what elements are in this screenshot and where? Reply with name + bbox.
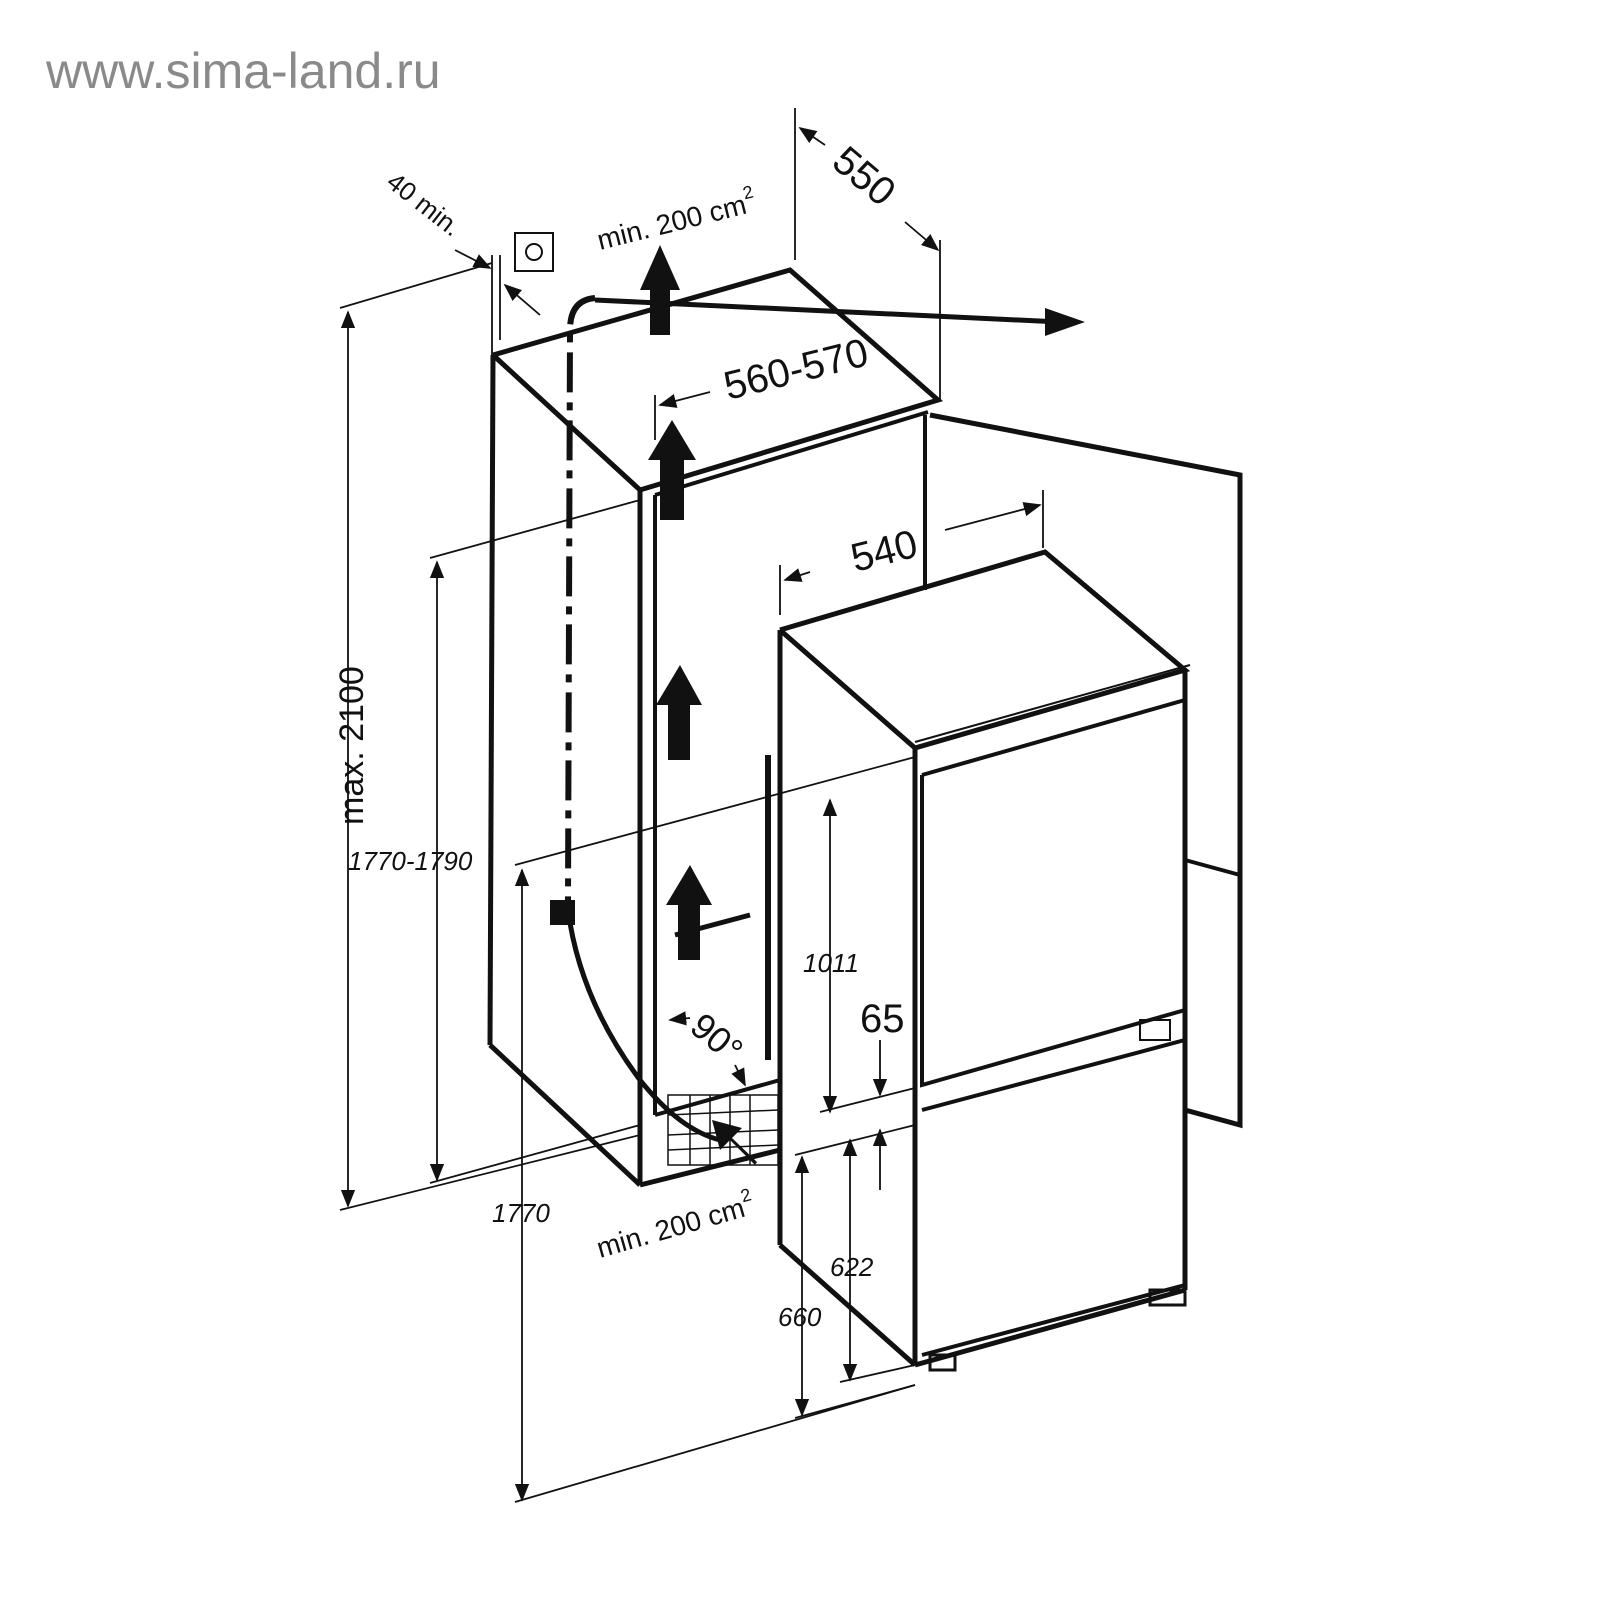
label-width-appliance: 540 [847, 522, 922, 581]
label-clearance-top: 40 min. [381, 166, 467, 242]
vent-bottom-text: min. 200 cm [593, 1192, 748, 1264]
dimension-lines [339, 108, 1044, 1503]
label-width-niche: 560-570 [720, 331, 873, 409]
airflow-arrows [594, 245, 1085, 1165]
fridge-appliance [765, 549, 1191, 1372]
socket-icon [514, 232, 554, 272]
label-gap: 65 [860, 997, 905, 1041]
label-vent-bottom: min. 200 cm2 [592, 1184, 758, 1263]
label-vent-top: min. 200 cm2 [593, 182, 759, 256]
supply-hose [514, 232, 721, 1143]
vent-top-text: min. 200 cm [594, 189, 749, 256]
niche-cabinet [487, 267, 944, 1188]
furniture-door [929, 412, 1243, 1129]
label-angle: 90° [683, 1005, 751, 1071]
label-lower-door-622: 622 [830, 1252, 874, 1282]
label-appliance-height: 1770 [492, 1198, 550, 1228]
label-lower-door-660: 660 [778, 1302, 822, 1332]
label-niche-height: 1770-1790 [348, 846, 473, 876]
vent-top-sup: 2 [741, 182, 756, 204]
hose-valve-icon [550, 900, 575, 925]
label-max-height: max. 2100 [333, 666, 371, 825]
label-upper-door: 1011 [803, 948, 859, 978]
watermark: www.sima-land.ru [46, 43, 441, 99]
label-depth-niche: 550 [824, 138, 903, 215]
